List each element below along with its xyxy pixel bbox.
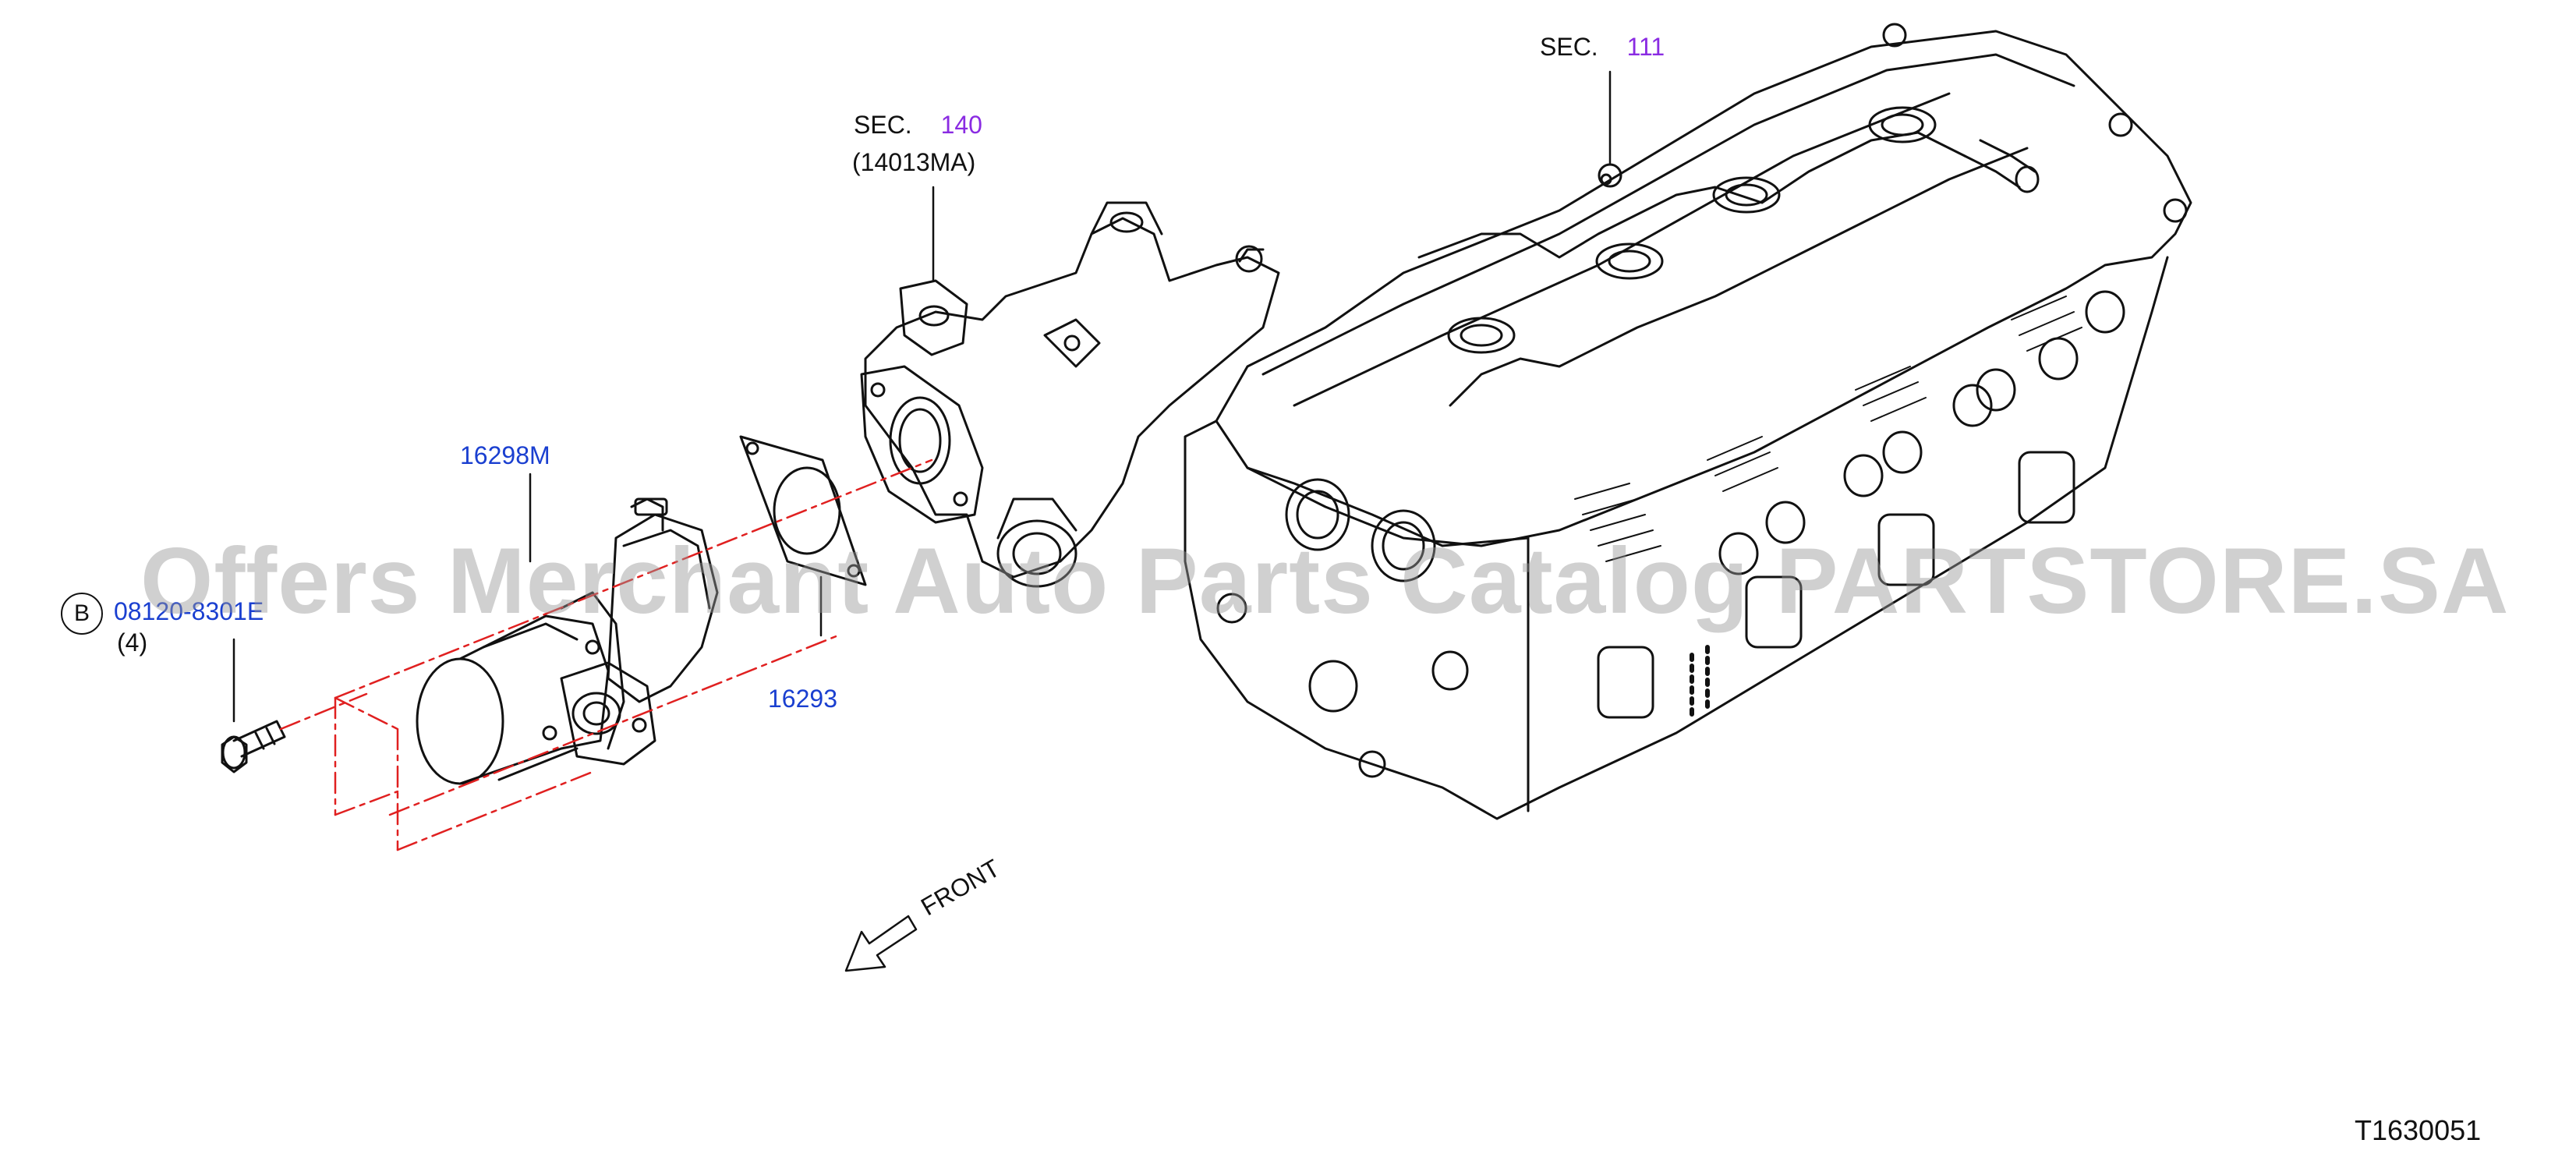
sec-140-subpart: (14013MA) <box>852 148 976 176</box>
sec-111-link[interactable]: 111 <box>1626 33 1665 61</box>
sec-140-link[interactable]: 140 <box>940 111 982 139</box>
bolt-quantity: (4) <box>117 628 148 657</box>
part-number-throttle-body[interactable]: 16298M <box>460 441 550 469</box>
leader-lines <box>232 70 1612 723</box>
sec-140-prefix: SEC. <box>854 111 912 139</box>
bolt-callout-circle: B <box>61 593 103 635</box>
sec-111-prefix: SEC. <box>1540 33 1598 61</box>
cylinder-head-drawing <box>1184 23 2192 820</box>
bolt-drawing <box>221 720 286 773</box>
sec-140-reference[interactable]: SEC. 140 <box>854 111 982 139</box>
diagram-id: T1630051 <box>2355 1114 2482 1146</box>
sec-111-reference[interactable]: SEC. 111 <box>1540 33 1665 61</box>
part-number-gasket[interactable]: 16293 <box>768 685 837 713</box>
watermark-text: Offers Merchant Auto Parts Catalog PARTS… <box>140 529 2510 633</box>
intake-manifold-drawing <box>860 201 1280 588</box>
gasket-drawing <box>739 435 867 586</box>
front-arrow-icon <box>844 915 918 972</box>
alignment-lines <box>279 458 933 851</box>
part-number-bolt[interactable]: 08120-8301E <box>114 597 264 625</box>
